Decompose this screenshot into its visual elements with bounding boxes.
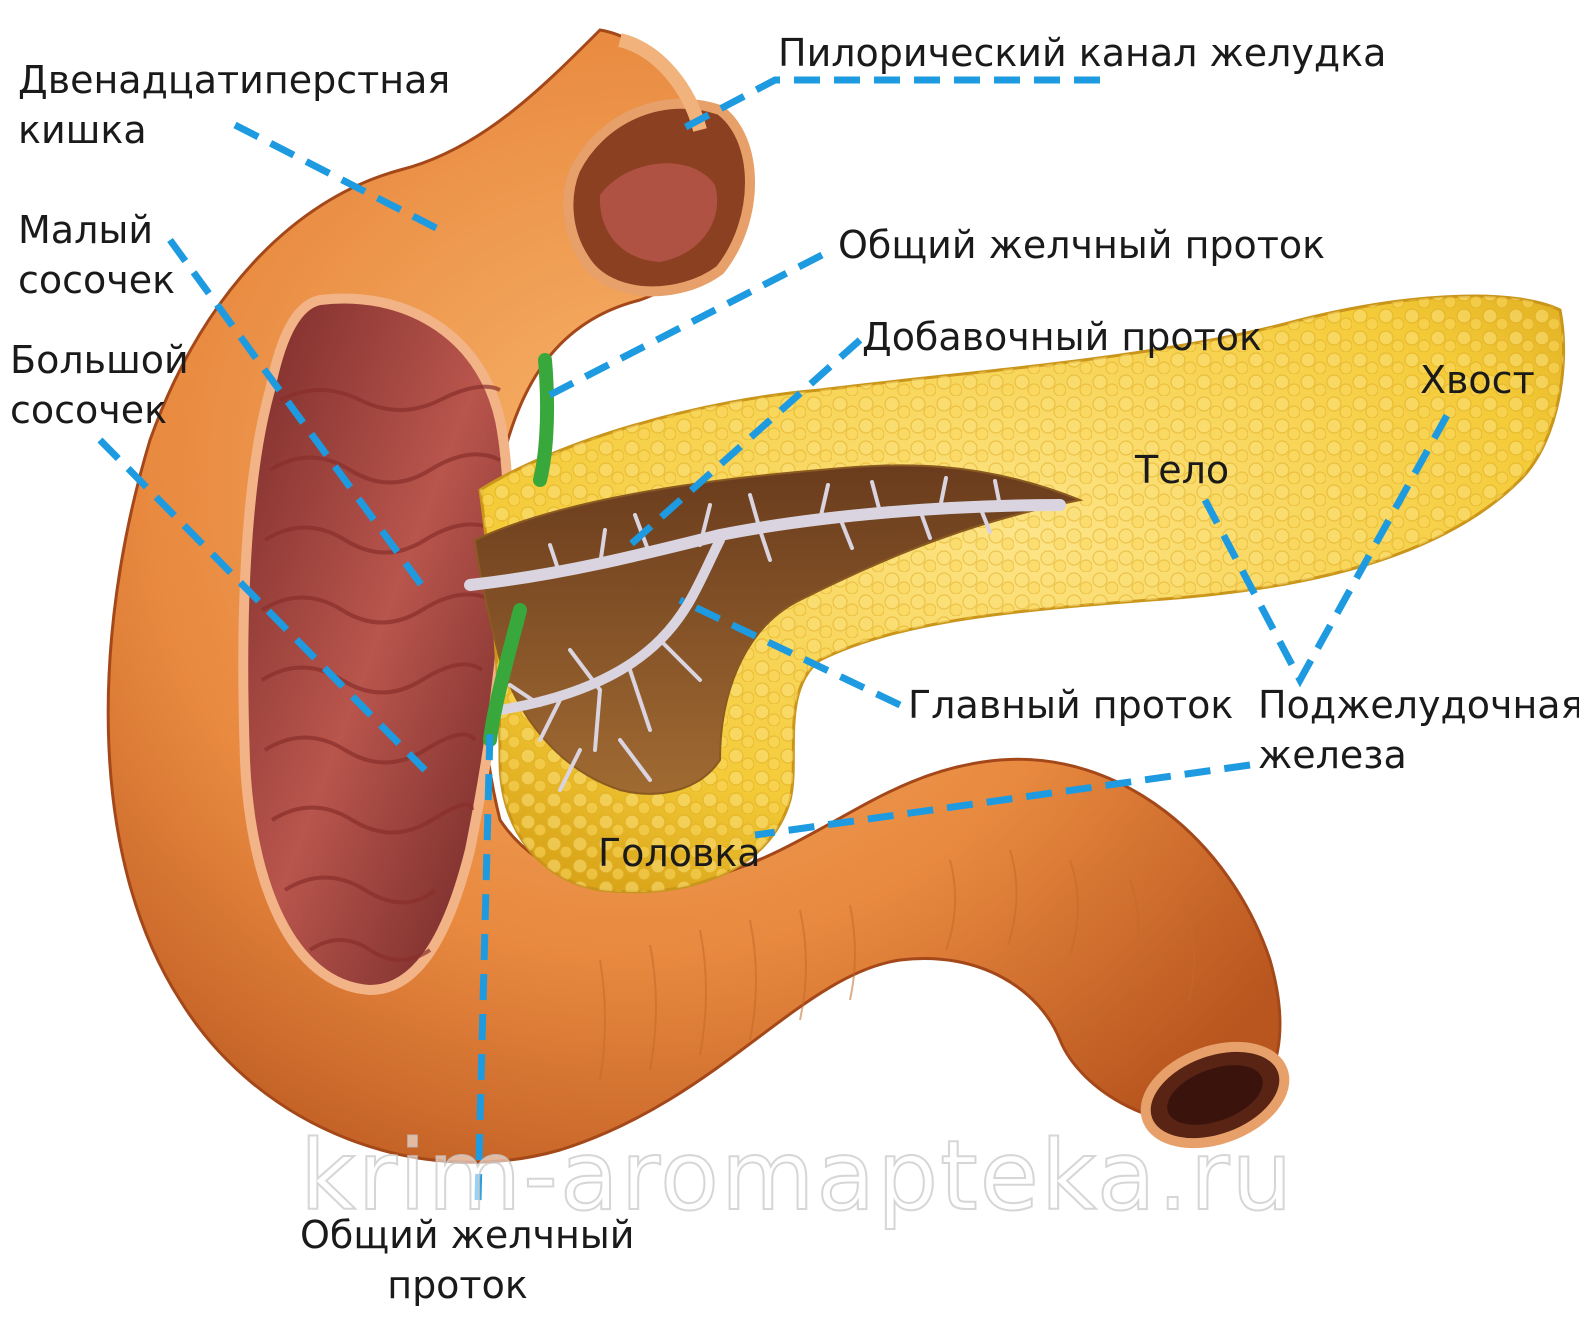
label-duodenum: Двенадцатиперстная кишка bbox=[18, 55, 450, 155]
label-body: Тело bbox=[1135, 445, 1229, 495]
label-common-bile-duct-top: Общий желчный проток bbox=[838, 220, 1325, 270]
label-major-papilla: Большой сосочек bbox=[10, 335, 189, 435]
label-pyloric-canal: Пилорический канал желудка bbox=[778, 28, 1386, 78]
label-common-bile-duct-bottom: Общий желчный проток bbox=[300, 1210, 615, 1310]
label-tail: Хвост bbox=[1420, 355, 1535, 405]
label-minor-papilla: Малый сосочек bbox=[18, 205, 175, 305]
leader-pyloric-canal bbox=[680, 80, 1100, 130]
label-pancreas: Поджелудочная железа bbox=[1258, 680, 1579, 780]
label-main-duct: Главный проток bbox=[908, 680, 1233, 730]
label-accessory-duct: Добавочный проток bbox=[862, 312, 1262, 362]
label-head: Головка bbox=[598, 828, 761, 878]
